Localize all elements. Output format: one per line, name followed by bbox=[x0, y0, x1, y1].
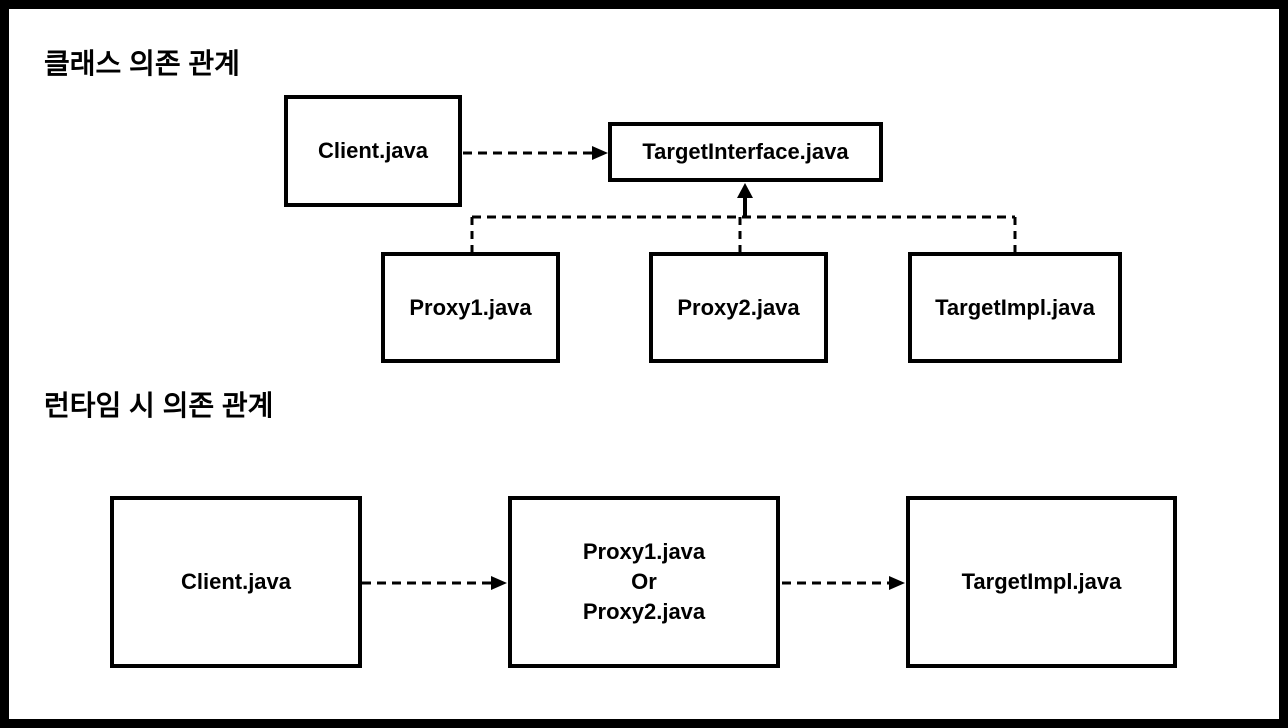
node-label: Proxy2.java bbox=[677, 294, 800, 320]
node-proxy1-class: Proxy1.java bbox=[381, 252, 560, 363]
arrow-bus-to-interface bbox=[737, 183, 753, 218]
runtime-dependency-title: 런타임 시 의존 관계 bbox=[44, 390, 274, 421]
arrow-proxy-to-targetimpl-runtime bbox=[782, 576, 905, 590]
node-targetimpl-runtime: TargetImpl.java bbox=[906, 496, 1177, 668]
node-proxy-or-runtime: Proxy1.java Or Proxy2.java bbox=[508, 496, 780, 668]
node-label: Client.java bbox=[180, 569, 292, 595]
node-label-line2: Or bbox=[631, 569, 657, 595]
arrow-client-to-proxy-runtime bbox=[362, 576, 507, 590]
node-label: TargetInterface.java bbox=[642, 139, 849, 165]
node-label: Client.java bbox=[317, 138, 429, 164]
node-targetimpl-class: TargetImpl.java bbox=[908, 252, 1122, 363]
node-label-line3: Proxy2.java bbox=[582, 598, 706, 624]
dashed-bus-line bbox=[470, 215, 1017, 252]
node-label: TargetImpl.java bbox=[935, 294, 1095, 320]
class-dependency-title: 클래스 의존 관계 bbox=[44, 48, 240, 79]
node-label-line1: Proxy1.java bbox=[582, 539, 706, 565]
node-target-interface: TargetInterface.java bbox=[608, 122, 883, 182]
node-client-runtime: Client.java bbox=[110, 496, 362, 668]
node-proxy2-class: Proxy2.java bbox=[649, 252, 828, 363]
node-label: TargetImpl.java bbox=[961, 569, 1122, 595]
arrow-client-to-interface bbox=[463, 146, 608, 160]
node-label: Proxy1.java bbox=[409, 294, 532, 320]
node-client-class: Client.java bbox=[284, 95, 462, 207]
